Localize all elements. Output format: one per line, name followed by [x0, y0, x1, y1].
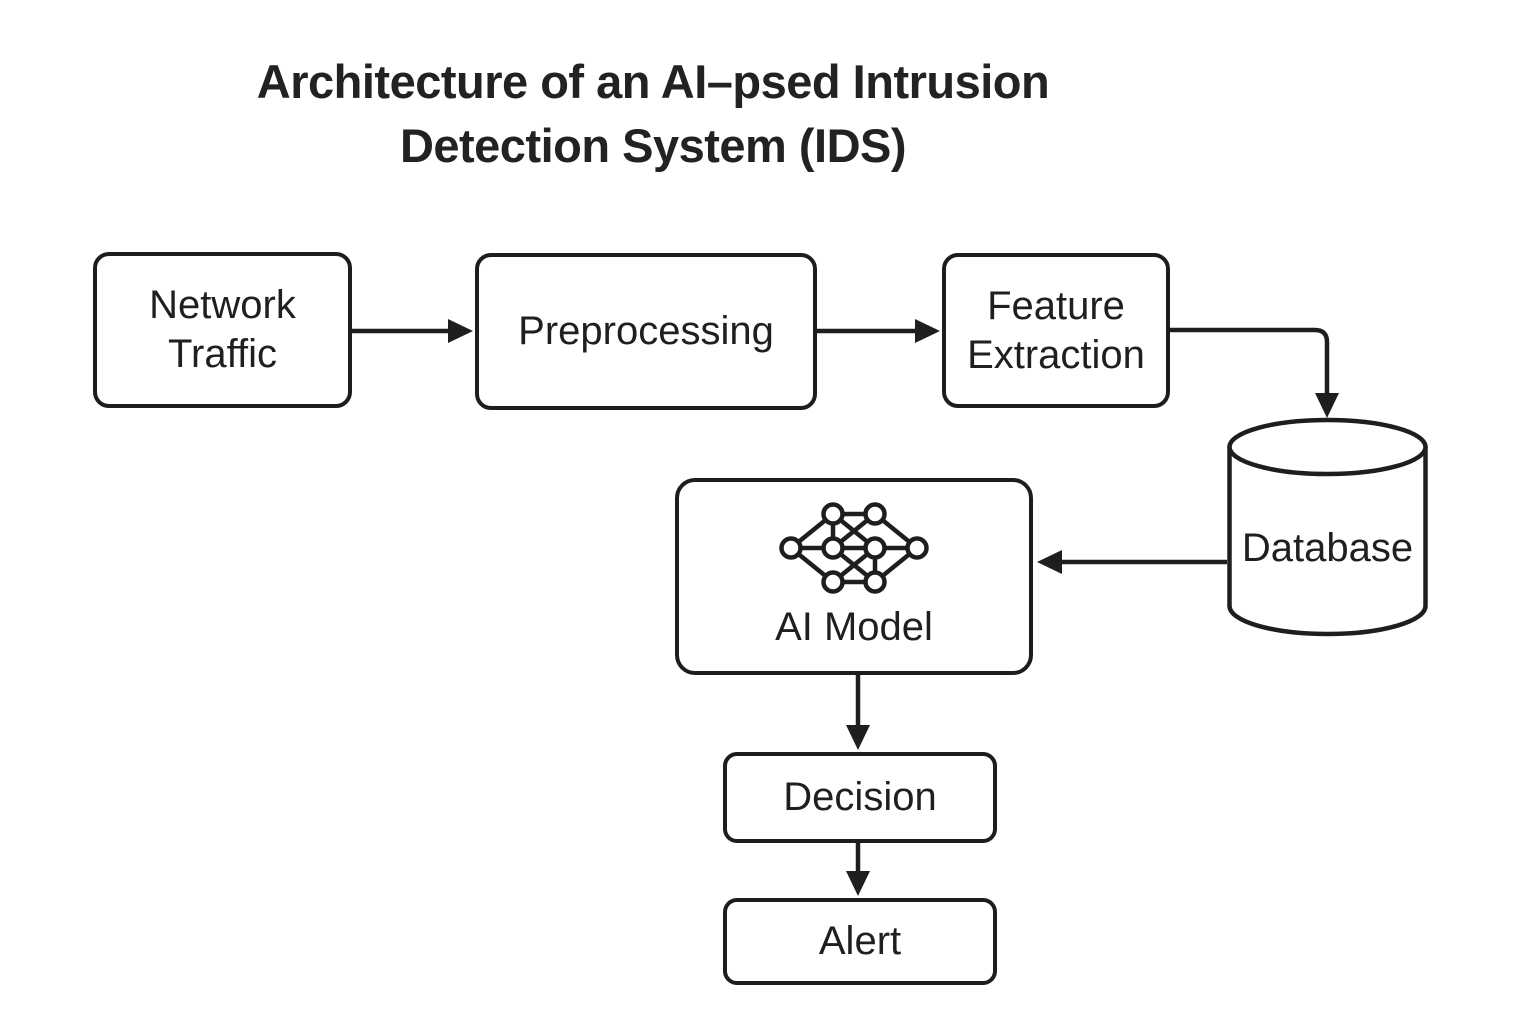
node-network-traffic: Network Traffic: [93, 252, 352, 408]
node-ai-model: AI Model: [675, 478, 1033, 675]
arrow-preprocessing-to-feature: [817, 319, 940, 343]
arrow-database-to-ai-model: [1037, 550, 1227, 574]
node-alert-label: Alert: [818, 919, 902, 964]
node-database: Database: [1225, 416, 1430, 638]
arrow-ai-model-to-decision: [846, 675, 870, 750]
node-decision: Decision: [723, 752, 997, 843]
node-ai-model-label: AI Model: [775, 605, 933, 650]
diagram-title: Architecture of an AI–psed Intrusion Det…: [0, 50, 1306, 178]
arrow-feature-to-database: [1170, 327, 1339, 418]
node-decision-label: Decision: [783, 775, 937, 820]
node-feature-extraction-label: Feature Extraction: [967, 283, 1145, 377]
diagram-title-line1: Architecture of an AI–psed Intrusion: [256, 55, 1050, 108]
node-feature-extraction: Feature Extraction: [942, 253, 1170, 408]
node-database-label: Database: [1241, 526, 1414, 570]
neural-network-icon: [779, 502, 929, 594]
arrow-decision-to-alert: [846, 843, 870, 896]
node-network-traffic-label: Network Traffic: [149, 283, 296, 376]
node-preprocessing-label: Preprocessing: [518, 309, 774, 354]
arrow-network-to-preprocessing: [352, 319, 473, 343]
node-alert: Alert: [723, 898, 997, 985]
database-cylinder-icon: [1227, 417, 1428, 637]
diagram-title-line2: Detection System (IDS): [399, 119, 907, 172]
node-preprocessing: Preprocessing: [475, 253, 817, 410]
